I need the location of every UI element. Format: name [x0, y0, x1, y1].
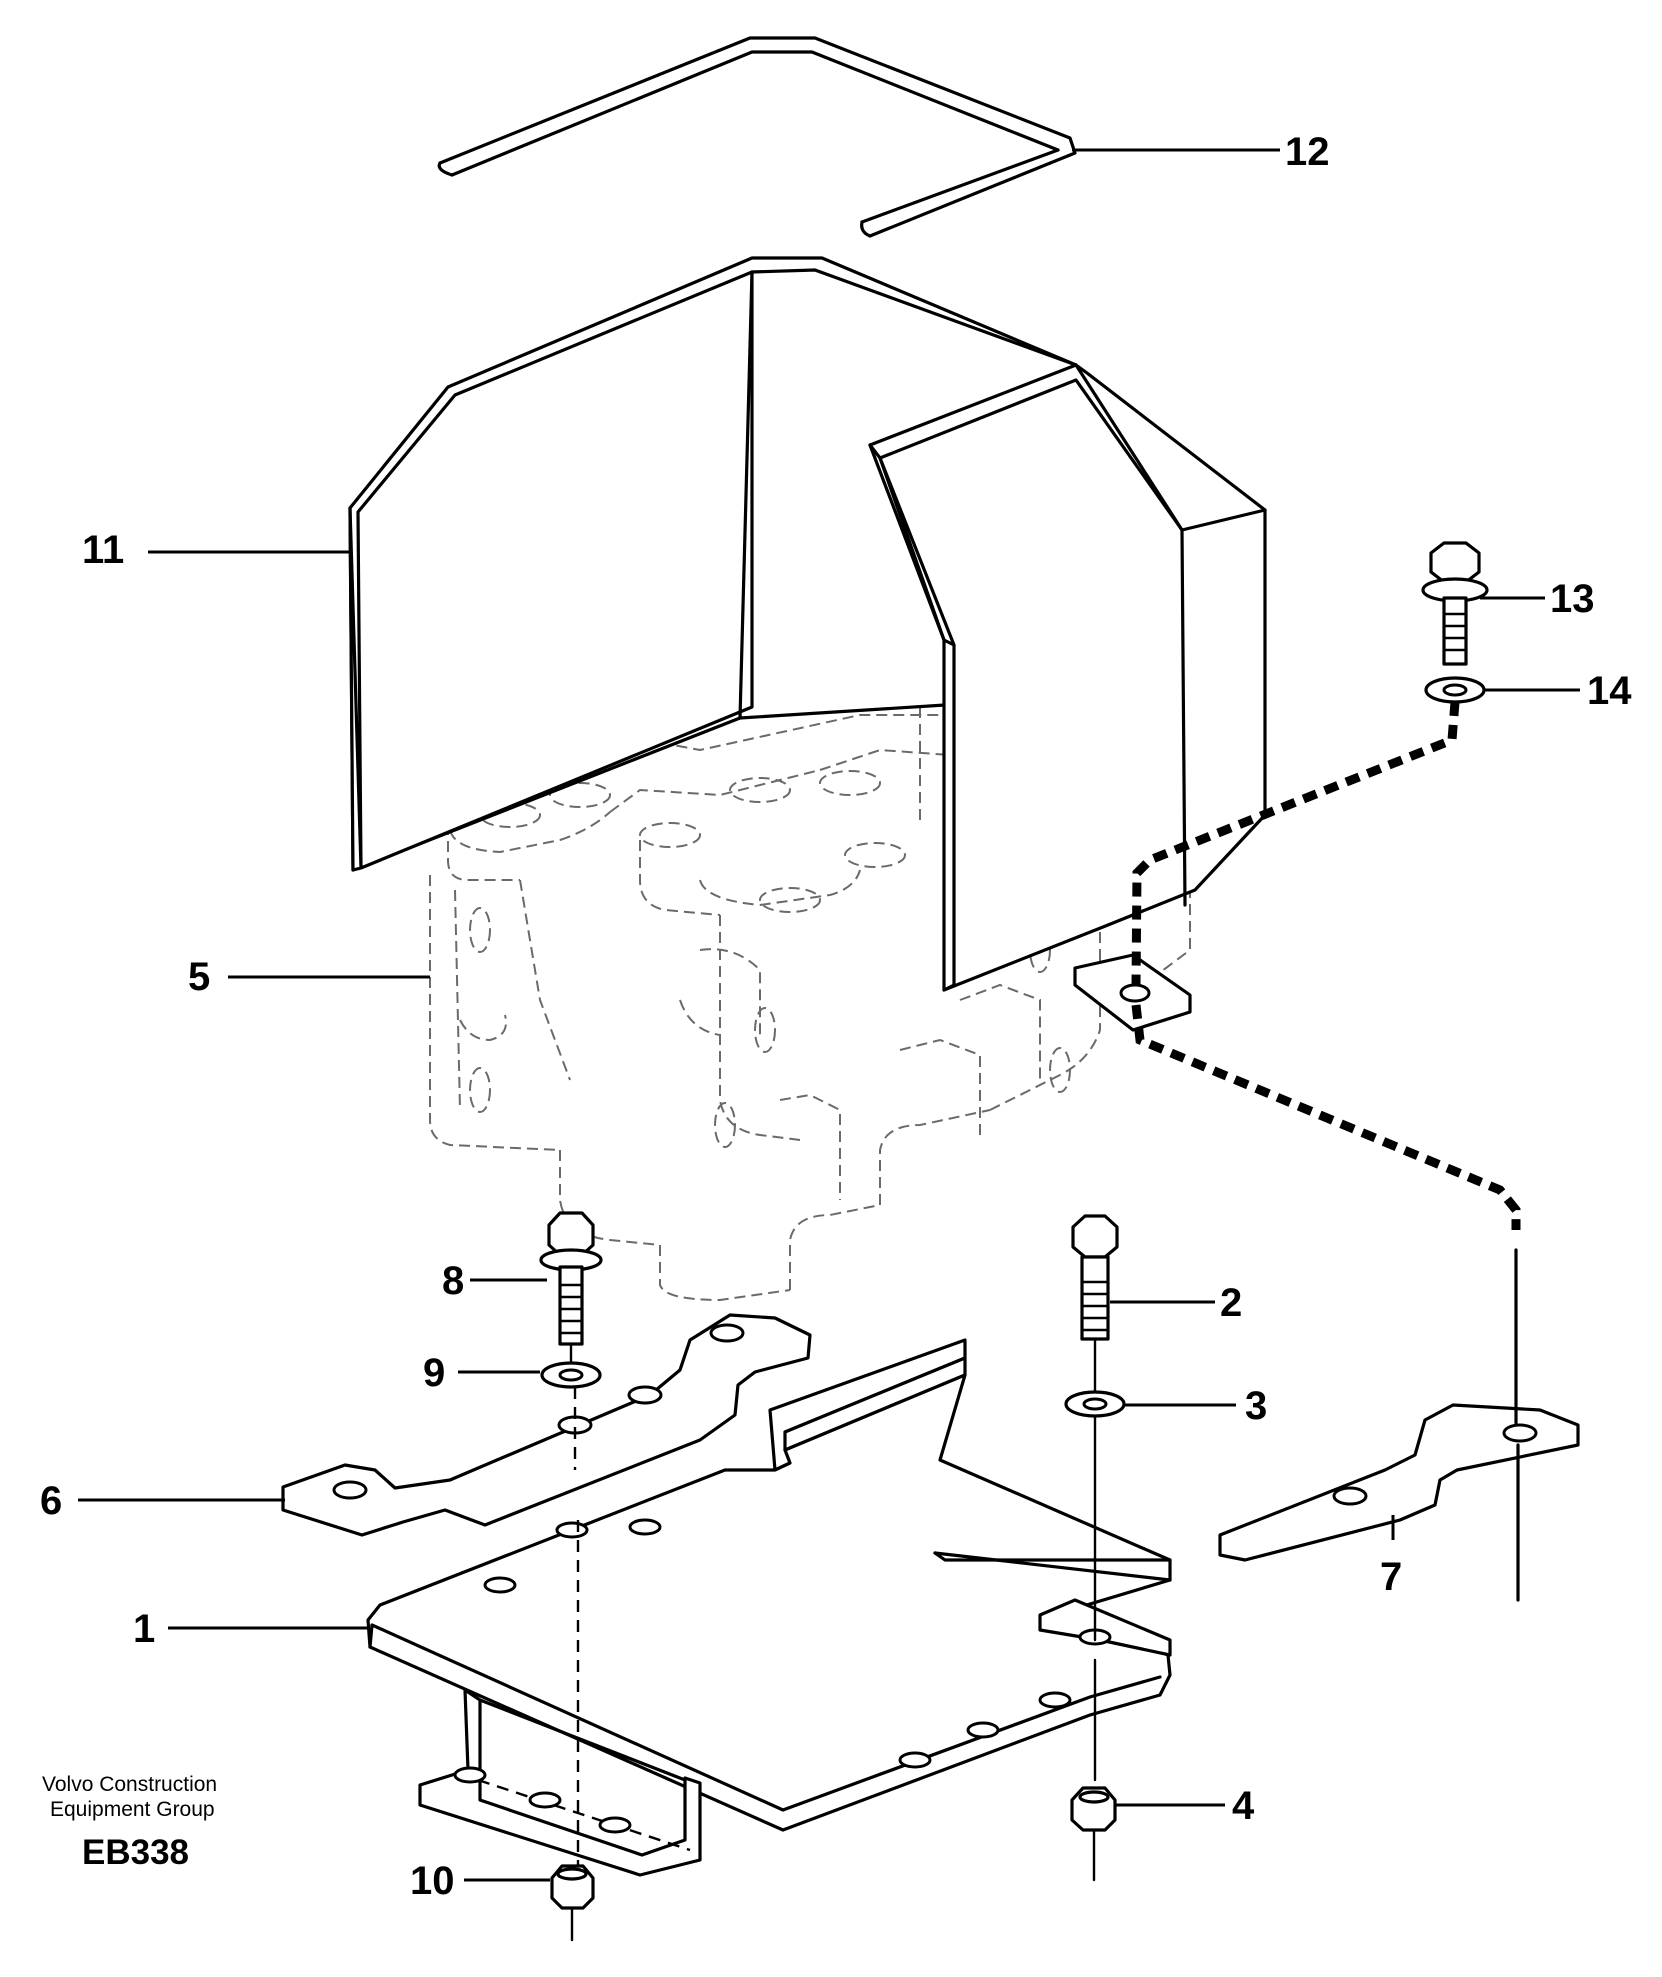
- leader-lines: [78, 148, 1580, 1882]
- callout-6: 6: [40, 1479, 62, 1523]
- callout-5: 5: [188, 955, 210, 999]
- callout-labels: 12 11 13 14 5 8 2 9 3 6 7 1 4 10: [40, 130, 1632, 1903]
- cover-part-11: [348, 256, 1267, 1032]
- callout-10: 10: [410, 1859, 455, 1903]
- washer-part-14: [1424, 676, 1486, 704]
- drawing-code: EB338: [82, 1833, 189, 1872]
- callout-13: 13: [1550, 577, 1595, 621]
- mounting-plate-part-1: [366, 1338, 1172, 1877]
- bracket-part-6: [281, 1313, 812, 1537]
- footer: Volvo Construction Equipment Group EB338: [42, 1773, 217, 1872]
- callout-9: 9: [423, 1351, 445, 1395]
- washer-part-3: [1064, 1390, 1126, 1418]
- callout-2: 2: [1220, 1281, 1242, 1325]
- edge-strip-part-12: [437, 36, 1077, 238]
- callout-8: 8: [442, 1259, 464, 1303]
- callout-14: 14: [1587, 669, 1632, 713]
- bolt-part-13: [1421, 541, 1489, 666]
- bolt-part-8: [539, 1211, 603, 1365]
- callout-7: 7: [1380, 1555, 1402, 1599]
- bracket-part-7: [1218, 1248, 1580, 1602]
- alignment-line-7: [1131, 1004, 1521, 1230]
- callout-11: 11: [82, 528, 124, 572]
- company-line-1: Volvo Construction: [42, 1773, 217, 1796]
- callout-1: 1: [133, 1607, 155, 1651]
- callout-4: 4: [1232, 1784, 1255, 1828]
- callout-3: 3: [1245, 1384, 1267, 1428]
- washer-part-9: [540, 1361, 602, 1389]
- alignment-line-13: [1131, 701, 1460, 986]
- callout-12: 12: [1285, 130, 1330, 174]
- nut-part-4: [1070, 1786, 1117, 1882]
- nut-part-10: [550, 1864, 595, 1942]
- company-line-2: Equipment Group: [50, 1798, 215, 1821]
- bolt-part-2: [1071, 1214, 1119, 1394]
- alignment-line-8: [573, 1387, 580, 1870]
